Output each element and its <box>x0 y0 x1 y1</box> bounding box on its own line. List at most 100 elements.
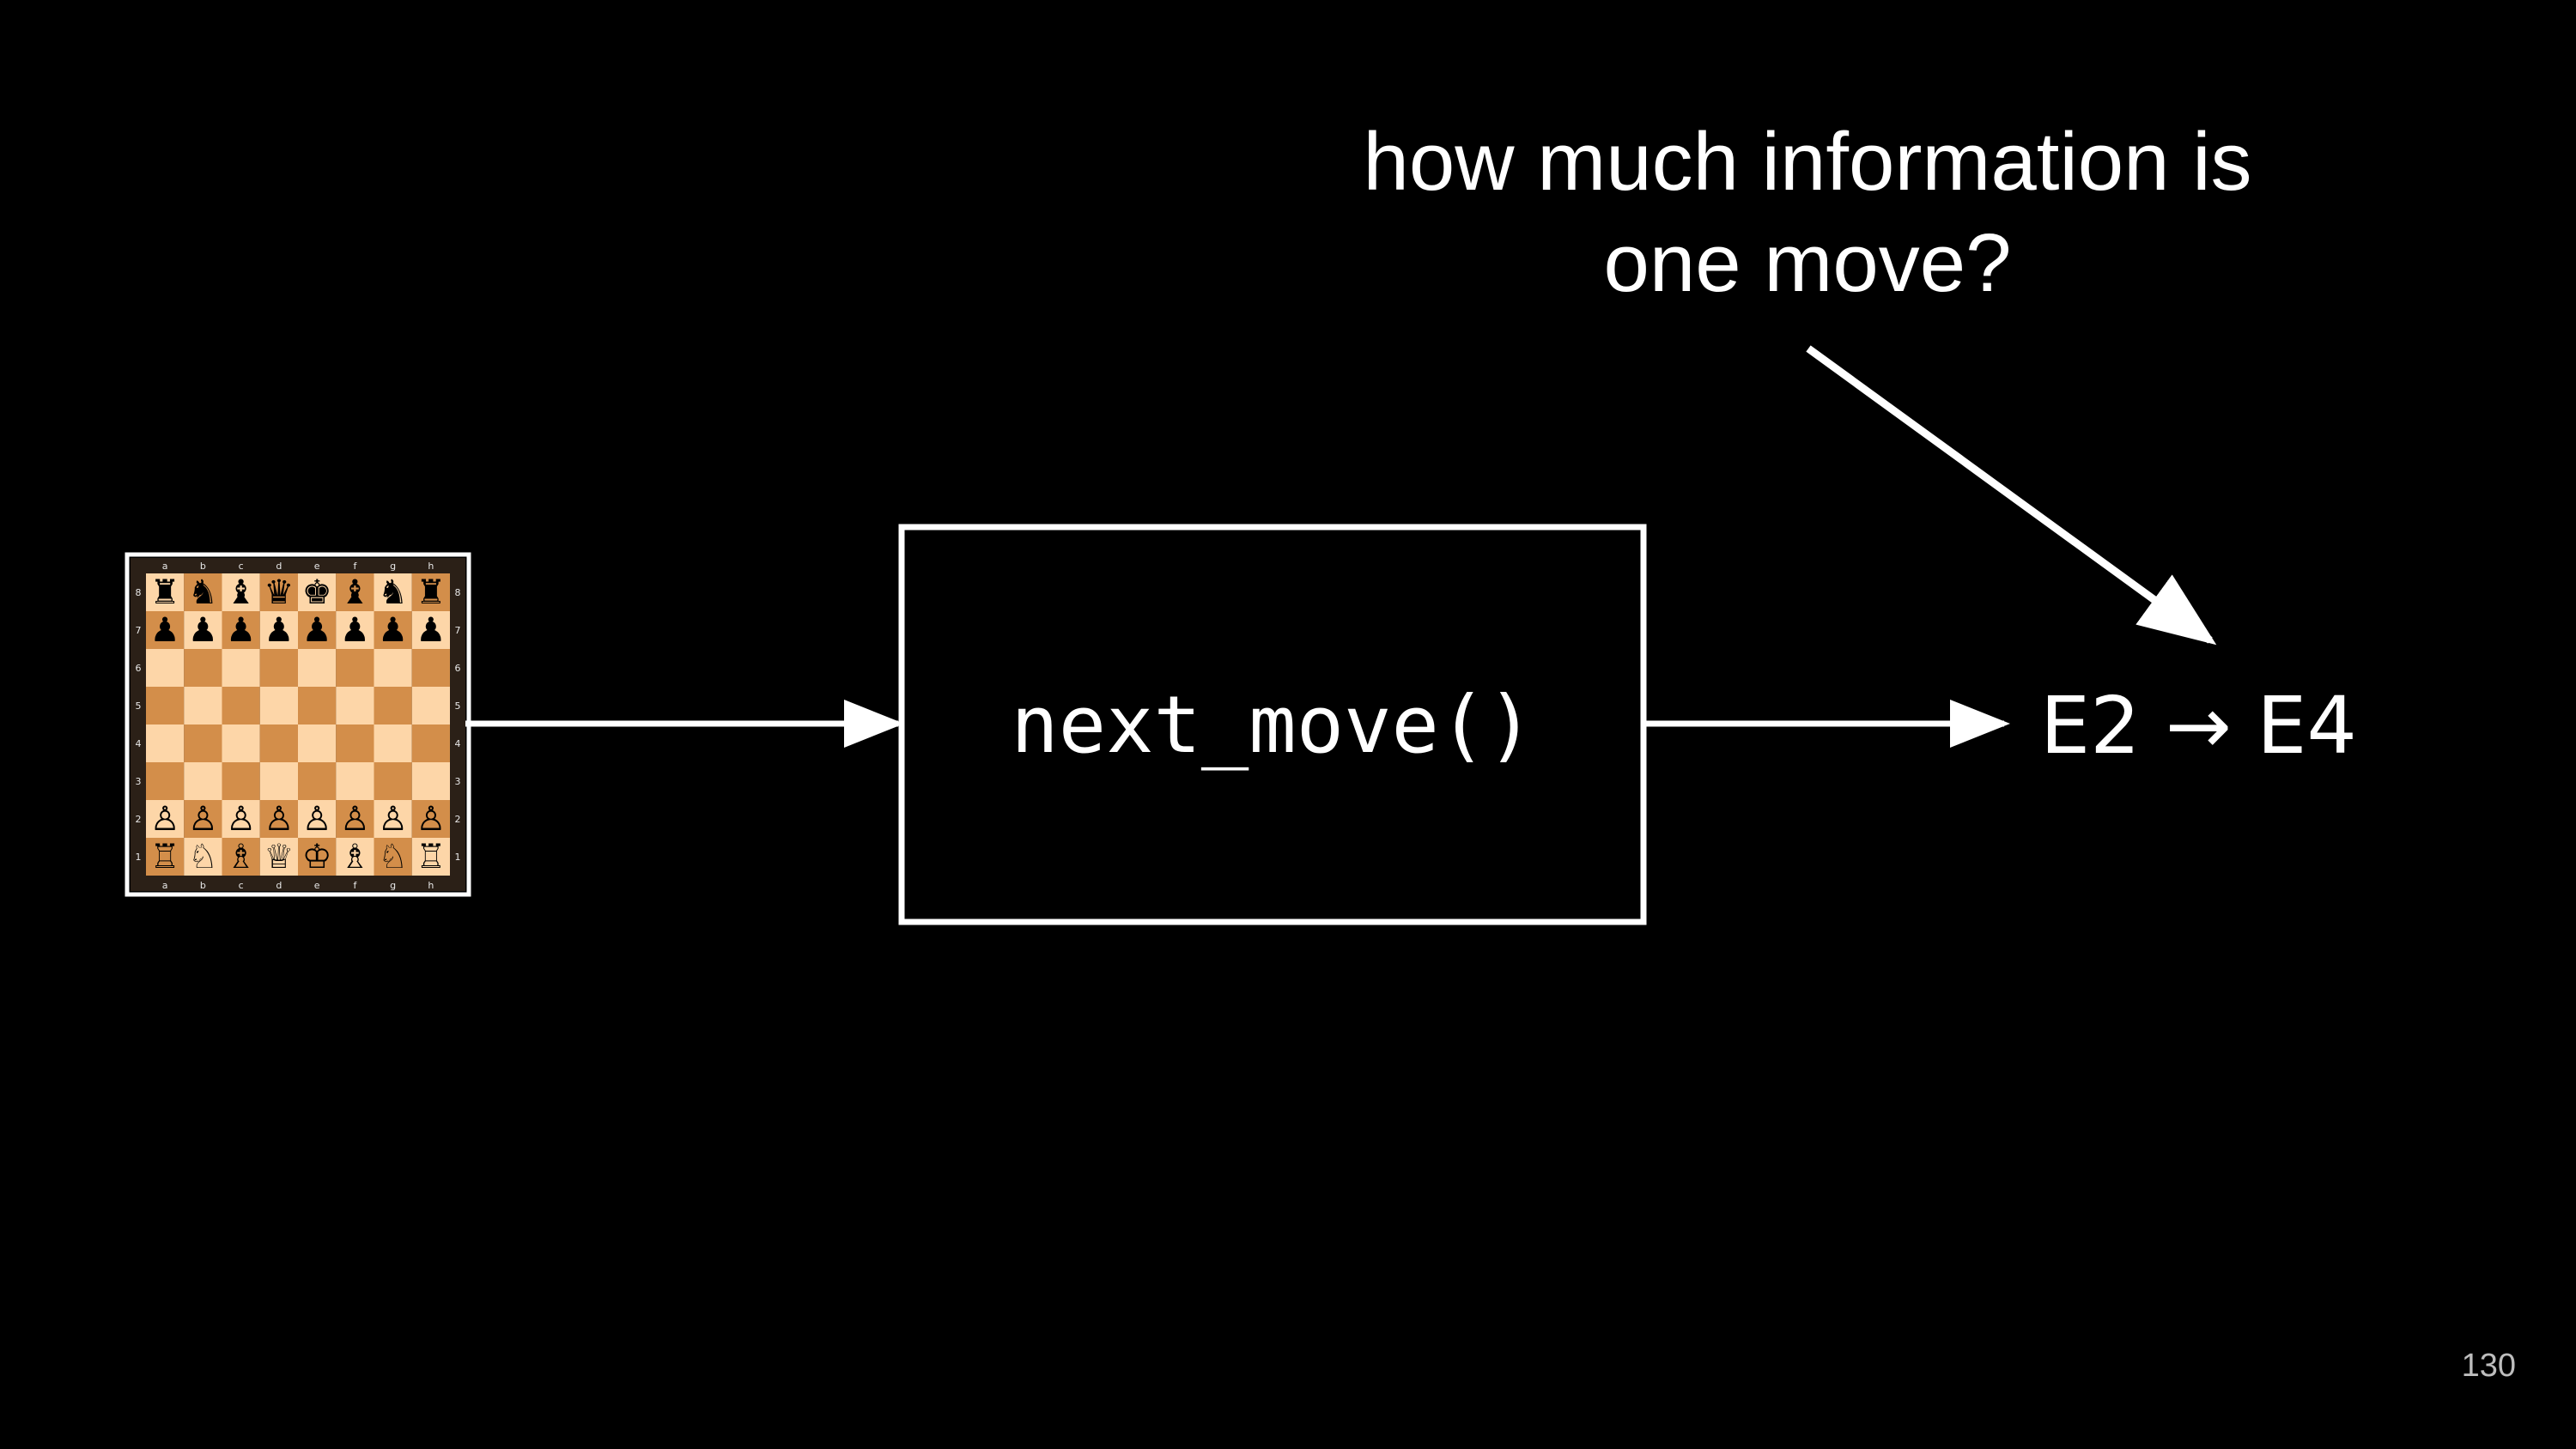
chessboard-square <box>298 724 337 762</box>
chessboard-square <box>184 573 222 611</box>
chessboard-square <box>411 724 450 762</box>
chessboard-square <box>222 687 260 724</box>
chess-piece: ♕ <box>264 838 294 876</box>
chessboard-square <box>298 800 337 838</box>
chessboard-square <box>259 838 298 876</box>
chess-piece: ♟ <box>188 611 218 650</box>
board-file-label: h <box>428 880 434 891</box>
chessboard-square <box>374 762 412 800</box>
board-rank-label: 4 <box>136 738 142 749</box>
board-rank-label: 5 <box>136 700 142 712</box>
board-rank-label: 6 <box>455 663 461 674</box>
chessboard-square <box>146 611 185 649</box>
board-rank-label: 6 <box>136 663 142 674</box>
chessboard-square <box>374 724 412 762</box>
chess-piece: ♙ <box>416 800 446 839</box>
chessboard-square <box>298 649 337 687</box>
board-rank-label: 3 <box>136 776 142 787</box>
chessboard-square <box>184 724 222 762</box>
chessboard-square <box>298 687 337 724</box>
chessboard-square <box>411 611 450 649</box>
question-line-2: one move? <box>1603 217 2012 309</box>
chessboard-square <box>222 800 260 838</box>
chessboard-square <box>259 573 298 611</box>
chessboard-square <box>184 762 222 800</box>
board-file-label: d <box>276 561 282 572</box>
chess-piece: ♙ <box>150 800 180 839</box>
board-file-label: a <box>162 880 168 891</box>
board-file-label: d <box>276 880 282 891</box>
chessboard-square <box>259 762 298 800</box>
chess-piece: ♟ <box>302 611 332 650</box>
chessboard-square <box>336 687 374 724</box>
board-rank-label: 2 <box>136 814 142 825</box>
function-label: next_move() <box>1011 678 1534 771</box>
board-file-label: a <box>162 561 168 572</box>
chess-piece: ♞ <box>188 573 218 612</box>
chessboard-square <box>146 762 185 800</box>
chessboard-square <box>146 838 185 876</box>
board-file-label: c <box>239 561 244 572</box>
chessboard-square <box>336 649 374 687</box>
chessboard-square <box>336 611 374 649</box>
chess-piece: ♙ <box>188 800 218 839</box>
board-rank-label: 1 <box>455 852 461 863</box>
chessboard-square <box>298 762 337 800</box>
chessboard-square <box>298 611 337 649</box>
chessboard-square <box>411 838 450 876</box>
board-file-label: g <box>390 561 396 572</box>
chess-piece: ♛ <box>264 573 294 612</box>
chessboard-square <box>374 611 412 649</box>
chessboard-square <box>222 611 260 649</box>
board-file-label: g <box>390 880 396 891</box>
board-rank-label: 3 <box>455 776 461 787</box>
move-output-label: E2 → E4 <box>2040 679 2357 772</box>
chess-piece: ♟ <box>226 611 256 650</box>
board-rank-label: 7 <box>136 625 142 636</box>
chessboard-square <box>411 762 450 800</box>
board-file-label: b <box>200 561 206 572</box>
board-file-label: e <box>314 880 320 891</box>
board-file-label: c <box>239 880 244 891</box>
chessboard-image: ♜♞♝♛♚♝♞♜♟♟♟♟♟♟♟♟♙♙♙♙♙♙♙♙♖♘♗♕♔♗♘♖aabbccdd… <box>125 552 471 897</box>
chessboard-square <box>222 724 260 762</box>
chessboard-square <box>336 573 374 611</box>
chess-piece: ♝ <box>226 573 256 612</box>
board-rank-label: 2 <box>455 814 461 825</box>
chessboard-square <box>222 649 260 687</box>
chessboard-square <box>411 573 450 611</box>
board-file-label: b <box>200 880 206 891</box>
chessboard-square <box>222 838 260 876</box>
chessboard-square <box>411 687 450 724</box>
chessboard-square <box>259 687 298 724</box>
question-line-1: how much information is <box>1363 116 2252 208</box>
chessboard-square <box>374 573 412 611</box>
board-rank-label: 7 <box>455 625 461 636</box>
chessboard-square <box>184 838 222 876</box>
board-file-label: h <box>428 561 434 572</box>
chessboard-square <box>336 838 374 876</box>
chess-piece: ♙ <box>302 800 332 839</box>
slide-number: 130 <box>2461 1348 2516 1384</box>
chessboard-square <box>336 800 374 838</box>
chessboard-square <box>298 838 337 876</box>
chessboard-square <box>184 611 222 649</box>
question-annotation: how much information is one move? <box>1228 112 2387 314</box>
chessboard-square <box>374 649 412 687</box>
board-rank-label: 5 <box>455 700 461 712</box>
chess-piece: ♘ <box>188 838 218 876</box>
chessboard-square <box>146 649 185 687</box>
chessboard-square <box>184 800 222 838</box>
board-file-label: e <box>314 561 320 572</box>
chess-piece: ♙ <box>264 800 294 839</box>
chessboard-square <box>222 573 260 611</box>
chessboard-square <box>374 838 412 876</box>
chessboard-square <box>259 649 298 687</box>
chessboard-square <box>259 611 298 649</box>
chess-piece: ♙ <box>340 800 370 839</box>
chess-piece: ♙ <box>378 800 408 839</box>
chess-piece: ♟ <box>416 611 446 650</box>
chess-piece: ♔ <box>302 838 332 876</box>
chess-piece: ♟ <box>340 611 370 650</box>
